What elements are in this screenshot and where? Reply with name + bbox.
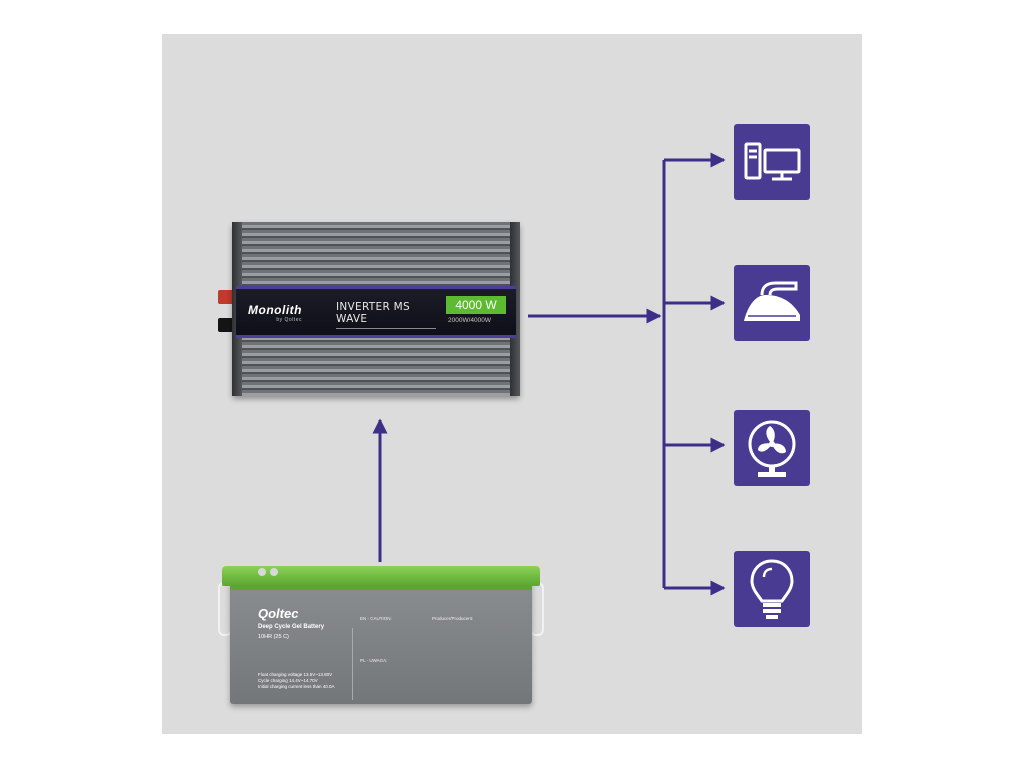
lightbulb-icon [750, 559, 794, 619]
inverter-positive-terminal [218, 290, 236, 304]
iron-tile [734, 265, 810, 341]
inverter-brand: Monolith by Qoltec [248, 303, 302, 323]
inverter-spec: 2000W/4000W [448, 317, 491, 324]
battery-model: Deep Cycle Gel Battery [258, 624, 325, 630]
fan-tile [734, 410, 810, 486]
inverter-heatsink: Monolith by Qoltec INVERTER MS WAVE 4000… [232, 222, 520, 396]
lightbulb-tile [734, 551, 810, 627]
iron-icon [744, 281, 800, 321]
inverter-model: INVERTER MS WAVE [336, 301, 436, 329]
inverter-negative-terminal [218, 318, 236, 332]
battery-specs: Float charging voltage 13.5V~13.80V Cycl… [258, 672, 335, 689]
inverter-wattage-badge: 4000 W [446, 296, 506, 314]
battery-lid [222, 566, 540, 586]
inverter-label-band: Monolith by Qoltec INVERTER MS WAVE 4000… [236, 286, 516, 338]
fan-icon [748, 420, 796, 477]
battery-caution: EN - CAUTION: PL - UWAGA: [360, 616, 392, 663]
battery-brand: Qoltec [258, 606, 299, 621]
battery-capacity: 10HR (25 C) [258, 634, 289, 640]
battery-right-handle [530, 582, 544, 636]
battery-case [230, 580, 532, 704]
inverter: Monolith by Qoltec INVERTER MS WAVE 4000… [218, 222, 520, 396]
computer-icon [744, 142, 801, 181]
computer-tile [734, 124, 810, 200]
battery-producer: Producer/Producent: [432, 616, 474, 621]
battery: Qoltec Deep Cycle Gel Battery 10HR (25 C… [218, 566, 544, 704]
